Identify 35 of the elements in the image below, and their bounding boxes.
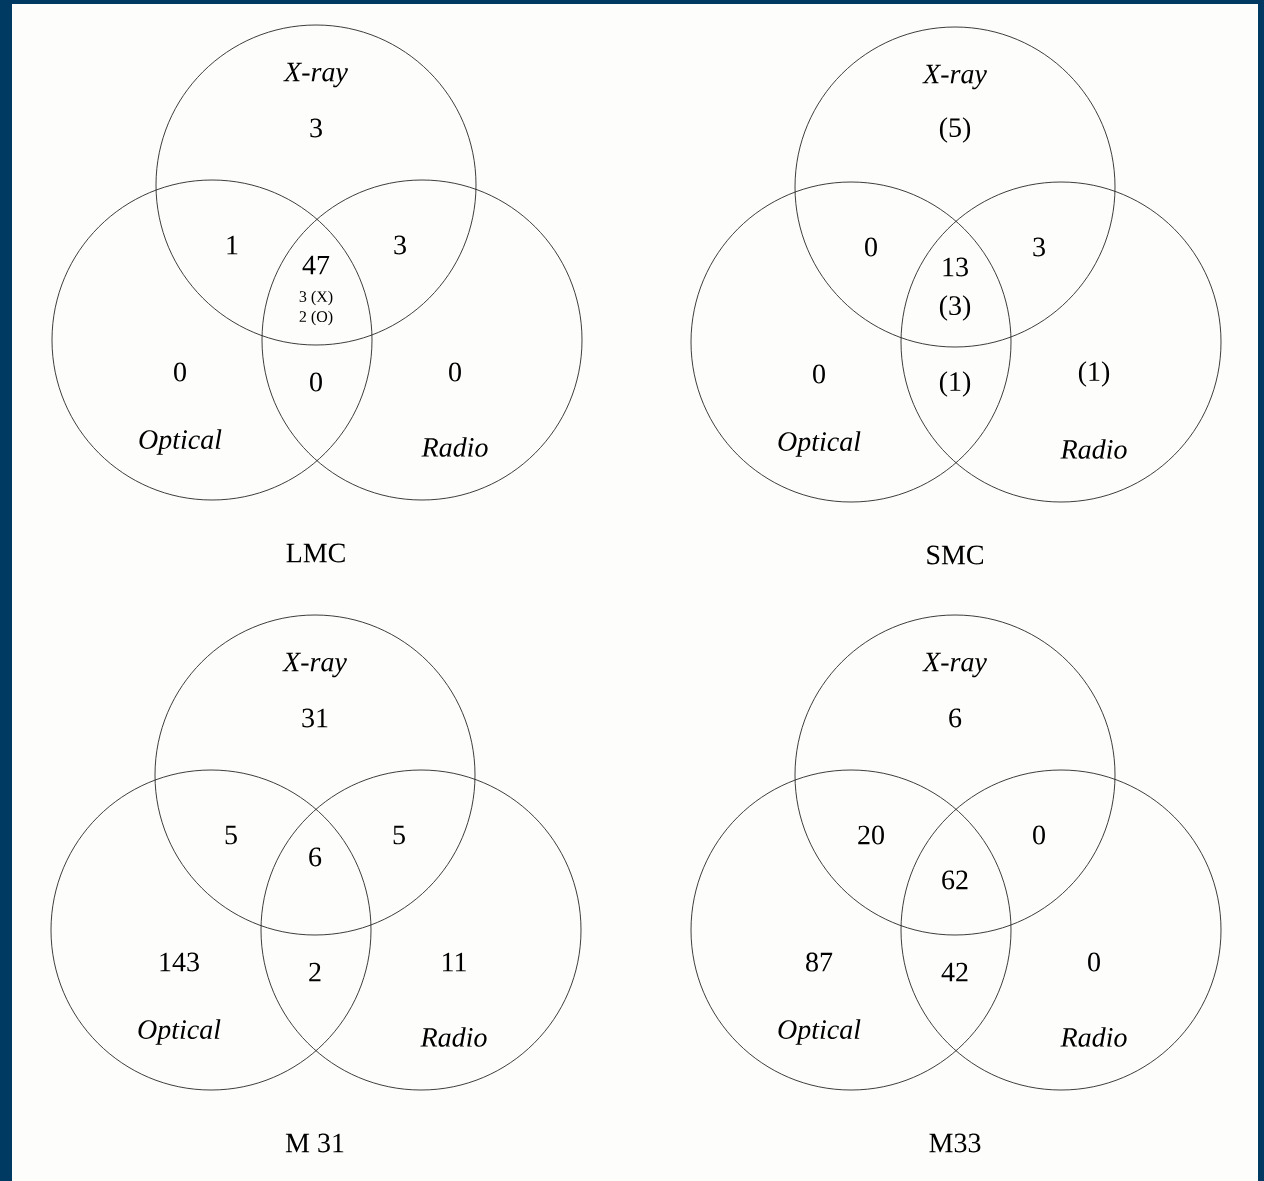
region-count: 5	[225, 825, 237, 845]
region-count: 20	[858, 825, 884, 845]
region-count: (1)	[1078, 361, 1110, 387]
region-count: 6	[949, 708, 962, 728]
region-count: (5)	[939, 117, 971, 143]
panel-caption: M33	[929, 1133, 981, 1153]
region-count: (3)	[939, 295, 971, 321]
panel-caption: SMC	[927, 545, 983, 565]
region-count: 0	[1088, 952, 1100, 972]
region-count: 0	[1033, 825, 1045, 845]
region-count: 0	[449, 362, 461, 382]
region-count: 3	[394, 235, 406, 255]
region-count: 0	[865, 237, 877, 257]
region-count: (1)	[939, 371, 971, 397]
region-count: 6	[309, 847, 322, 867]
region-count: 3	[1033, 237, 1045, 257]
region-count: 5	[393, 825, 405, 845]
region-count: 87	[806, 952, 833, 972]
region-count: 42	[941, 962, 968, 982]
region-count: 13	[943, 257, 968, 277]
region-count: 3 (X)	[299, 290, 333, 306]
region-count: 3	[310, 118, 322, 138]
panel-caption: LMC	[286, 543, 345, 563]
region-count: 0	[813, 364, 825, 384]
region-count: 0	[310, 372, 322, 392]
region-count: 2	[309, 962, 321, 982]
region-count: 62	[942, 870, 968, 890]
region-count: 1	[227, 235, 238, 255]
region-count: 11	[443, 952, 466, 972]
region-count: 143	[160, 952, 199, 972]
region-count: 47	[302, 255, 330, 275]
region-count: 31	[302, 708, 328, 728]
region-count: 2 (O)	[299, 310, 333, 326]
region-count: 0	[174, 362, 186, 382]
panel-caption: M 31	[285, 1133, 344, 1153]
